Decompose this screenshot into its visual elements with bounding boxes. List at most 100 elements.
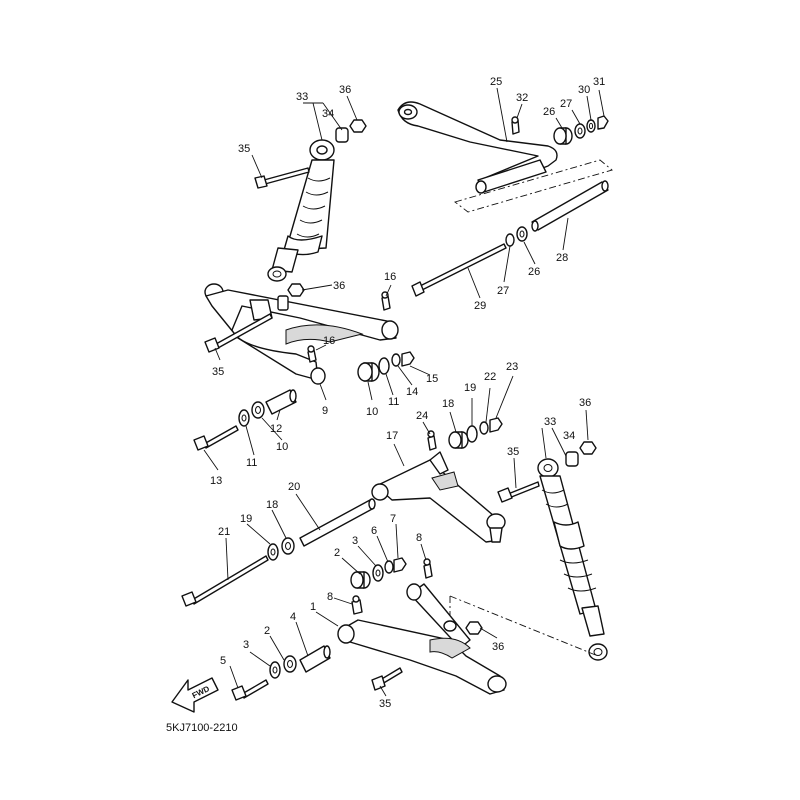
callout-10-left: 10 [276, 441, 288, 453]
callout-18-top: 18 [442, 398, 454, 410]
washer-27-lower [505, 233, 515, 247]
collar-4 [299, 645, 331, 673]
collar-10-right [357, 362, 380, 382]
seal-22 [479, 421, 489, 435]
lower-arm-1 [337, 583, 507, 695]
callout-6: 6 [371, 525, 377, 537]
callout-1: 1 [310, 601, 316, 613]
nut-36-lower-right [579, 441, 597, 455]
callout-35-bottom: 35 [379, 698, 391, 710]
callout-26-top: 26 [543, 106, 555, 118]
callout-2-bottom: 2 [264, 625, 270, 637]
callout-27-top: 27 [560, 98, 572, 110]
callout-29: 29 [474, 300, 486, 312]
callout-numbers: 33 34 36 35 25 32 26 27 30 31 28 26 27 2… [210, 76, 605, 710]
callout-34-top: 34 [322, 108, 334, 120]
callout-19-bottom: 19 [240, 513, 252, 525]
shock-absorber-lower-33 [537, 458, 608, 661]
collar-10-left [251, 401, 265, 419]
callout-32: 32 [516, 92, 528, 104]
callout-26-bottom: 26 [528, 266, 540, 278]
collar-2-lower [283, 655, 297, 673]
assembly-guide-lower [449, 595, 599, 657]
nut-36-bottom [465, 621, 483, 635]
bolt-35-lower-right [497, 481, 540, 503]
diagram-code: 5KJ7100-2210 [166, 722, 238, 734]
bushing-34-upper [335, 127, 349, 143]
callout-14: 14 [406, 386, 418, 398]
grease-nipple-24 [427, 430, 437, 451]
callout-36-top: 36 [339, 84, 351, 96]
nut-15 [401, 351, 415, 367]
callout-18-bottom: 18 [266, 499, 278, 511]
callout-33-top: 33 [296, 91, 308, 103]
seal-14 [391, 353, 401, 367]
callout-31: 31 [593, 76, 605, 88]
callout-7: 7 [390, 513, 396, 525]
callout-21: 21 [218, 526, 230, 538]
callout-2-top: 2 [334, 547, 340, 559]
collar-28 [531, 180, 609, 232]
bolt-35-bottom [371, 667, 403, 691]
callout-9: 9 [322, 405, 328, 417]
grease-nipple-8-right [423, 558, 433, 579]
nut-36-top [349, 119, 367, 133]
callout-22: 22 [484, 371, 496, 383]
bushing-34-lower [565, 451, 579, 467]
washer-19-lower [267, 543, 279, 561]
collar-20 [299, 498, 376, 547]
callout-20: 20 [288, 481, 300, 493]
bolt-29 [411, 243, 507, 297]
collar-18-upper [448, 431, 469, 449]
shock-absorber-upper-33 [267, 139, 335, 282]
callout-4: 4 [290, 611, 296, 623]
washer-3-lower [269, 661, 281, 679]
collar-18-lower [281, 537, 295, 555]
callout-11-right: 11 [388, 396, 399, 408]
forward-arrow-icon: FWD [171, 677, 219, 713]
callout-36-mid: 36 [333, 280, 345, 292]
bolt-35-mid [204, 313, 273, 353]
leader-lines [203, 87, 605, 697]
collar-26-upper [553, 127, 573, 145]
grease-nipple-32 [511, 116, 520, 135]
washer-11-right [378, 357, 390, 375]
callout-35-top: 35 [238, 143, 250, 155]
washer-3-upper [372, 564, 384, 582]
callout-36-bottom: 36 [492, 641, 504, 653]
callout-11-left: 11 [246, 457, 257, 469]
nut-23 [489, 417, 503, 433]
callout-27-bottom: 27 [497, 285, 509, 297]
callout-12: 12 [270, 423, 282, 435]
callout-16-top: 16 [384, 271, 396, 283]
callout-34-bottom: 34 [563, 430, 575, 442]
callout-3-bottom: 3 [243, 639, 249, 651]
grease-nipple-8-left [351, 595, 363, 615]
collar-26-lower [516, 226, 528, 242]
callout-19-top: 19 [464, 382, 476, 394]
callout-8-left: 8 [327, 591, 333, 603]
grease-nipple-16a [381, 291, 391, 311]
grease-nipple-16b [307, 345, 317, 363]
upper-arm-9 [204, 283, 399, 385]
callout-28: 28 [556, 252, 568, 264]
callout-35-right: 35 [507, 446, 519, 458]
callout-17: 17 [386, 430, 398, 442]
seal-30 [586, 119, 596, 133]
upper-arm-25 [397, 101, 558, 194]
collar-12 [265, 389, 297, 415]
washer-19-upper [466, 425, 478, 443]
arm-17 [371, 451, 506, 543]
callout-36-right: 36 [579, 397, 591, 409]
collar-2-upper [350, 571, 371, 589]
callout-35-mid: 35 [212, 366, 224, 378]
nut-31 [597, 115, 609, 130]
callout-8-right: 8 [416, 532, 422, 544]
callout-33-bottom: 33 [544, 416, 556, 428]
bolt-35-top [254, 167, 310, 189]
washer-11-left [238, 409, 250, 427]
bolt-5 [231, 679, 269, 701]
callout-23: 23 [506, 361, 518, 373]
callout-24: 24 [416, 410, 428, 422]
